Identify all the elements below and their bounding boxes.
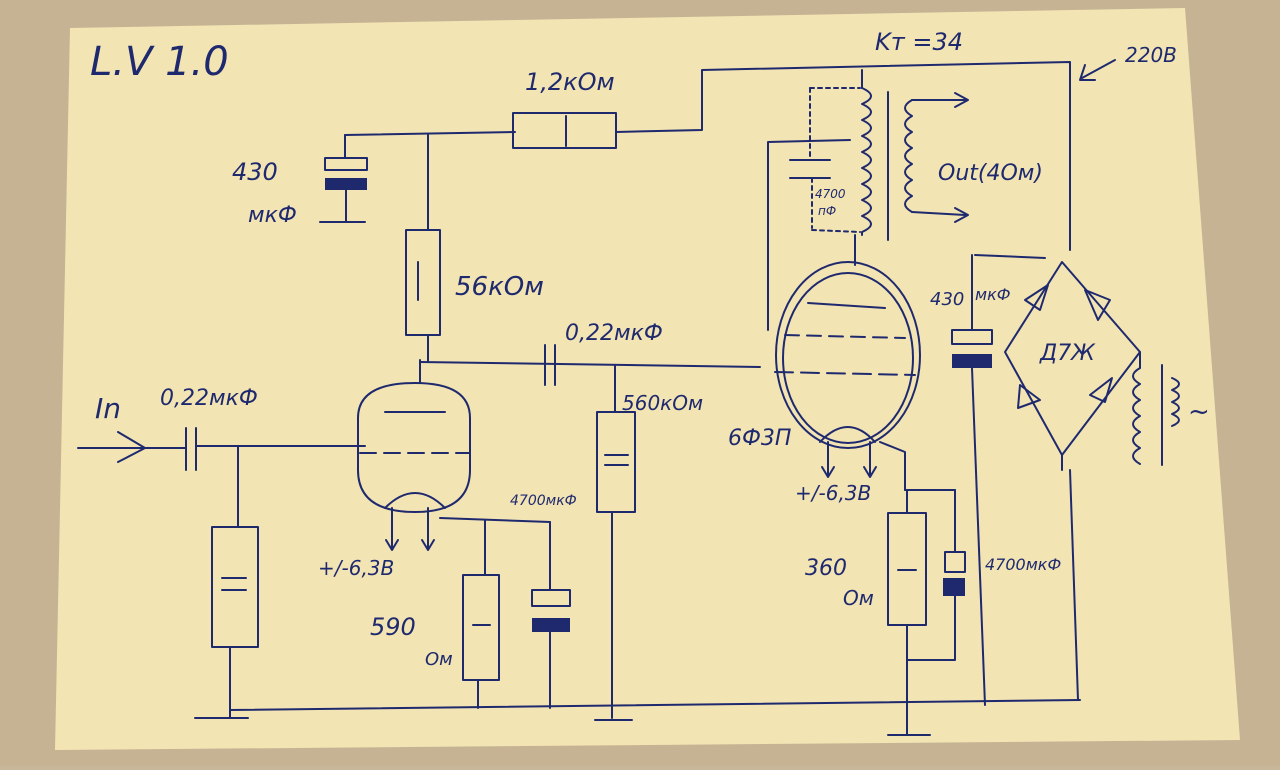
filter-capacitor-top — [319, 131, 516, 223]
cathode-resistor-1-unit: Ом — [425, 649, 453, 670]
transformer-ratio-label: Kт =34 — [875, 28, 963, 56]
grid-resistor-2-label: 560кОм — [622, 391, 703, 415]
ground-bus — [194, 699, 1081, 719]
grid-resistor-2 — [594, 365, 636, 721]
cathode-resistor-1-value: 590 — [370, 613, 416, 641]
mains-arrow — [1079, 59, 1116, 81]
snubber-capacitor-value: 4700 — [815, 187, 846, 201]
main-filter-capacitor — [951, 254, 1046, 706]
filter-capacitor-top-unit: мкФ — [248, 203, 297, 228]
heater-1-label: +/-6,3В — [318, 556, 394, 580]
snubber-capacitor-unit: пФ — [818, 204, 836, 218]
tube-2 — [774, 234, 921, 449]
rectifier-label: Д7Ж — [1039, 341, 1096, 366]
coupling-capacitor-label: 0,22мкФ — [565, 321, 663, 346]
cathode-capacitor-2-label: 4700мкФ — [985, 555, 1061, 574]
title: L.V 1.0 — [90, 39, 229, 85]
input-capacitor — [144, 427, 366, 471]
heater-arrows-2 — [821, 441, 877, 478]
input-label: In — [95, 392, 121, 425]
ac-symbol: ~ — [1188, 397, 1210, 427]
cathode-2-network — [879, 441, 966, 736]
anode-resistor-1 — [405, 134, 761, 368]
heater-2-label: +/-6,3В — [795, 481, 871, 505]
output-label: Out(4Ом) — [938, 161, 1043, 186]
screen-grid-wire — [767, 139, 851, 331]
bridge-rectifier — [1004, 261, 1141, 701]
filter-capacitor-top-value: 430 — [232, 158, 278, 186]
heater-arrows-1 — [385, 507, 435, 551]
snubber-capacitor — [789, 87, 861, 233]
anode-feed-resistor-label: 1,2кОм — [525, 68, 615, 96]
anode-feed-resistor — [512, 61, 1071, 251]
main-filter-capacitor-value: 430 — [930, 289, 964, 310]
anode-resistor-1-label: 56кОм — [455, 272, 544, 302]
mains-label: 220В — [1125, 43, 1177, 67]
output-transformer — [861, 69, 969, 241]
input-capacitor-label: 0,22мкФ — [160, 386, 258, 411]
paper-sheet — [55, 8, 1240, 750]
grid-resistor-1 — [211, 445, 259, 719]
cathode-resistor-2-value: 360 — [805, 556, 847, 581]
power-transformer — [1132, 351, 1180, 466]
tube-1 — [357, 359, 471, 513]
main-filter-capacitor-unit: мкФ — [975, 285, 1011, 304]
coupling-capacitor — [544, 344, 556, 386]
cathode-1-network — [439, 517, 571, 709]
tube-2-label: 6Ф3П — [728, 426, 791, 451]
cathode-resistor-2-unit: Ом — [843, 586, 874, 610]
cathode-capacitor-1-label: 4700мкФ — [510, 493, 577, 509]
